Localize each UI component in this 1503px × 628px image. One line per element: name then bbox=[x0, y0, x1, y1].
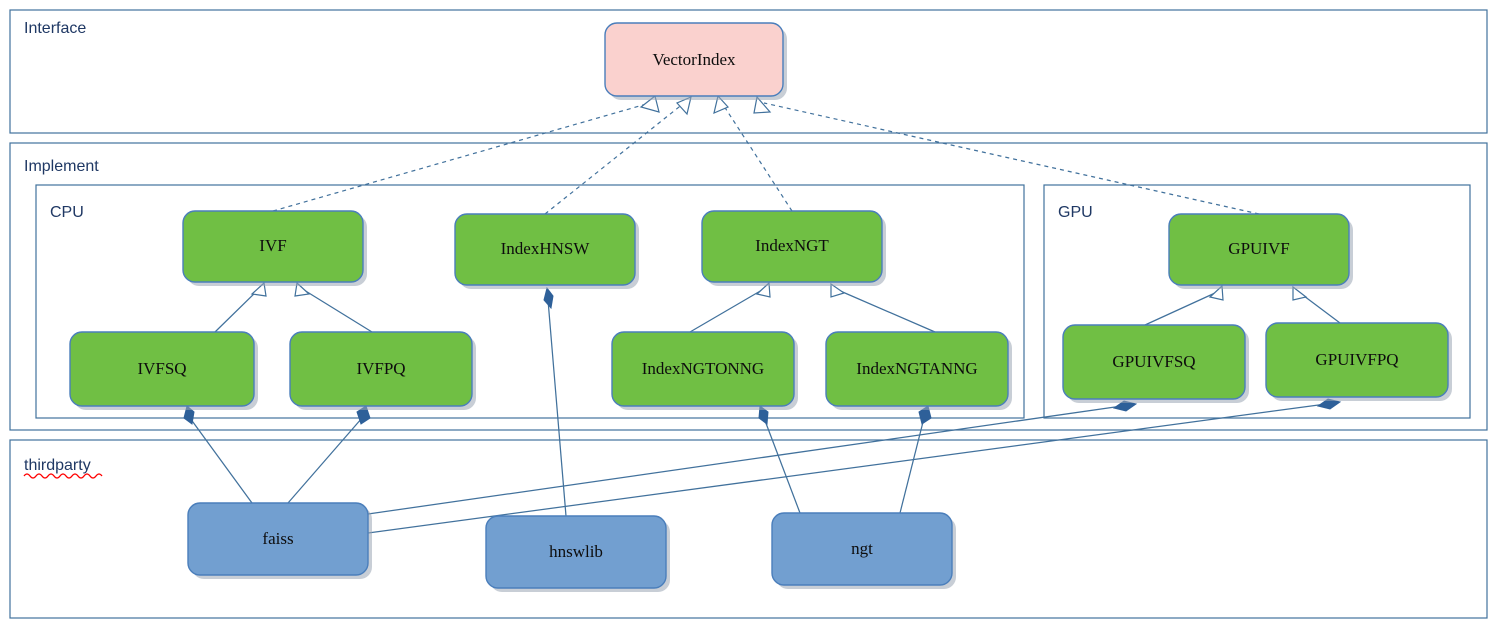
node-indexhnsw[interactable]: IndexHNSW bbox=[454, 213, 639, 289]
node-ngt[interactable]: ngt bbox=[771, 512, 956, 589]
node-faiss[interactable]: faiss bbox=[187, 502, 372, 579]
node-gpuivf-rect[interactable] bbox=[1168, 213, 1350, 286]
node-ngt-label: ngt bbox=[851, 539, 873, 558]
node-gpuivf[interactable]: GPUIVF bbox=[1168, 213, 1353, 289]
node-faiss-label: faiss bbox=[262, 529, 293, 548]
edge-ivfpq-to-ivf bbox=[294, 281, 373, 333]
node-gpuivfsq-label: GPUIVFSQ bbox=[1112, 352, 1195, 371]
node-ivfpq-label: IVFPQ bbox=[356, 359, 405, 378]
node-indexngt[interactable]: IndexNGT bbox=[701, 210, 886, 286]
edge-indexngtonng-to-indexngt bbox=[689, 281, 771, 333]
group-gpu-label: GPU bbox=[1058, 204, 1093, 221]
group-implement-label: Implement bbox=[24, 158, 99, 175]
node-indexngtanng-label: IndexNGTANNG bbox=[856, 359, 977, 378]
node-ivfsq-label: IVFSQ bbox=[137, 359, 186, 378]
node-gpuivfpq-rect[interactable] bbox=[1265, 322, 1449, 398]
node-indexngtonng[interactable]: IndexNGTONNG bbox=[611, 331, 798, 410]
node-indexhnsw-rect[interactable] bbox=[454, 213, 636, 286]
node-ivfsq[interactable]: IVFSQ bbox=[69, 331, 258, 410]
node-gpuivf-label: GPUIVF bbox=[1228, 239, 1289, 258]
node-indexngt-label: IndexNGT bbox=[755, 236, 829, 255]
node-vectorindex-rect[interactable] bbox=[604, 22, 784, 97]
node-hnswlib-label: hnswlib bbox=[549, 542, 603, 561]
node-ivf[interactable]: IVF bbox=[182, 210, 367, 286]
node-indexngtanng-rect[interactable] bbox=[825, 331, 1009, 407]
node-hnswlib-rect[interactable] bbox=[485, 515, 667, 589]
node-indexhnsw-label: IndexHNSW bbox=[501, 239, 591, 258]
edge-ivfsq-to-ivf bbox=[214, 281, 267, 333]
edge-gpuivf-to-vectorindex bbox=[753, 95, 1260, 215]
edge-hnswlib-to-indexhnsw bbox=[543, 286, 567, 517]
node-gpuivfpq[interactable]: GPUIVFPQ bbox=[1265, 322, 1452, 401]
edge-gpuivfsq-to-gpuivf bbox=[1144, 284, 1224, 326]
node-ivfpq[interactable]: IVFPQ bbox=[289, 331, 476, 410]
group-thirdparty-label: thirdparty bbox=[24, 457, 91, 474]
node-gpuivfsq[interactable]: GPUIVFSQ bbox=[1062, 324, 1249, 403]
edge-indexngtanng-to-indexngt bbox=[830, 282, 936, 333]
node-vectorindex-label: VectorIndex bbox=[652, 50, 736, 69]
node-gpuivfpq-label: GPUIVFPQ bbox=[1315, 350, 1398, 369]
node-ivf-rect[interactable] bbox=[182, 210, 364, 283]
node-ivfpq-rect[interactable] bbox=[289, 331, 473, 407]
edge-ngt-to-indexngtanng bbox=[899, 405, 932, 514]
node-indexngt-rect[interactable] bbox=[701, 210, 883, 283]
node-vectorindex[interactable]: VectorIndex bbox=[604, 22, 787, 100]
group-interface-label: Interface bbox=[24, 20, 86, 37]
node-indexngtonng-rect[interactable] bbox=[611, 331, 795, 407]
edge-gpuivfpq-to-gpuivf bbox=[1292, 285, 1341, 324]
node-indexngtonng-label: IndexNGTONNG bbox=[642, 359, 764, 378]
edge-indexngt-to-vectorindex bbox=[713, 94, 793, 212]
node-hnswlib[interactable]: hnswlib bbox=[485, 515, 670, 592]
node-ivfsq-rect[interactable] bbox=[69, 331, 255, 407]
node-ngt-rect[interactable] bbox=[771, 512, 953, 586]
node-indexngtanng[interactable]: IndexNGTANNG bbox=[825, 331, 1012, 410]
group-cpu-label: CPU bbox=[50, 204, 84, 221]
node-gpuivfsq-rect[interactable] bbox=[1062, 324, 1246, 400]
edge-ngt-to-indexngtonng bbox=[758, 405, 801, 514]
node-ivf-label: IVF bbox=[259, 236, 286, 255]
node-faiss-rect[interactable] bbox=[187, 502, 369, 576]
spellcheck-underline-icon bbox=[23, 473, 103, 479]
